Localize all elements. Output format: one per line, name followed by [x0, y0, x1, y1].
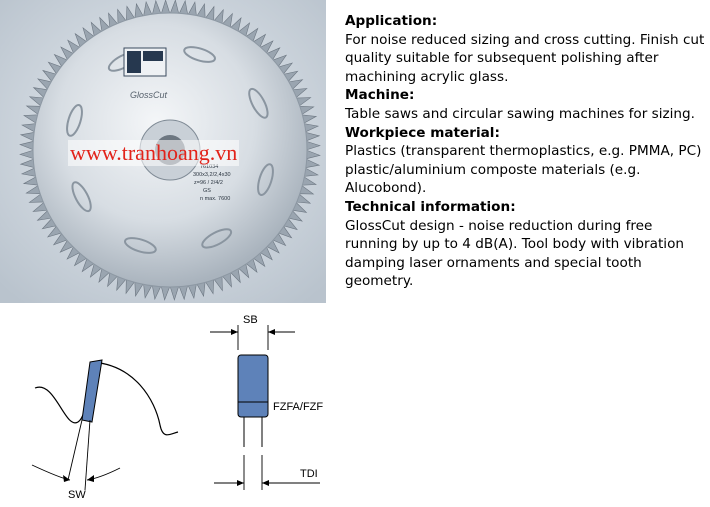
machine-text: Table saws and circular sawing machines …: [345, 105, 695, 122]
svg-text:z=96 / 2/4/2: z=96 / 2/4/2: [194, 180, 223, 186]
tooth-front-shape: [237, 354, 269, 418]
application-text: For noise reduced sizing and cross cutti…: [345, 31, 705, 85]
workpiece-heading: Workpiece material:: [345, 124, 500, 141]
application-heading: Application:: [345, 13, 438, 29]
technical-heading: Technical information:: [345, 198, 516, 215]
tooth-side-shape: [81, 359, 103, 423]
glosscut-logo: GlossCut: [130, 90, 168, 100]
sw-label: SW: [68, 489, 86, 501]
tooth-front-diagram: SB FZFA/FZF TDI: [210, 314, 323, 490]
svg-text:761034: 761034: [200, 164, 218, 170]
svg-text:GS: GS: [203, 188, 211, 194]
tooth-angle-diagram: SW: [31, 359, 179, 501]
tdi-label: TDI: [300, 468, 318, 480]
sb-label: SB: [243, 314, 258, 326]
machine-heading: Machine:: [345, 87, 415, 104]
svg-text:300x3,2/2,4x30: 300x3,2/2,4x30: [193, 172, 231, 178]
tooth-type-label: FZFA/FZF: [273, 401, 323, 413]
specification-text: Application: For noise reduced sizing an…: [345, 12, 707, 291]
blade-spec-label: 761034 300x3,2/2,4x30 z=96 / 2/4/2 GS n …: [193, 164, 231, 202]
watermark-url: www.tranhoang.vn: [68, 140, 240, 166]
technical-text: GlossCut design - noise reduction during…: [345, 217, 685, 290]
svg-text:n max. 7600: n max. 7600: [200, 196, 230, 202]
workpiece-text: Plastics (transparent thermoplastics, e.…: [345, 143, 702, 197]
